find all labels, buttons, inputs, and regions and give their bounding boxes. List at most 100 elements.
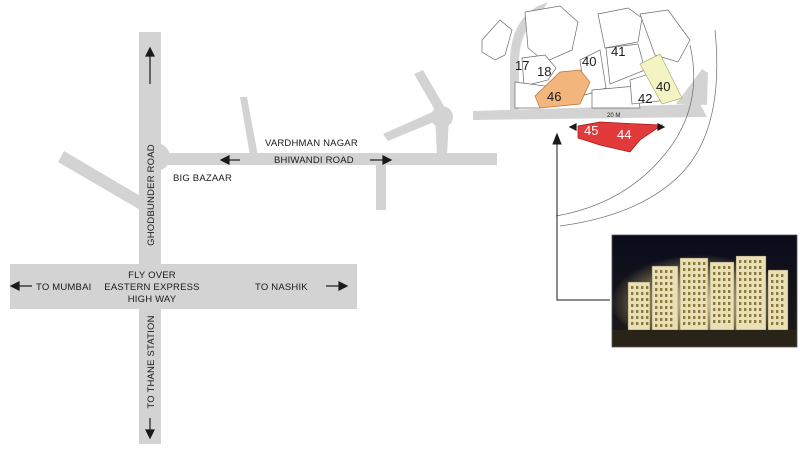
road-width-label: 20 M (607, 113, 620, 119)
building-window (771, 310, 774, 313)
building-window (723, 314, 726, 317)
building-window (636, 310, 639, 313)
building-window (759, 308, 762, 311)
vardhman-spur (240, 97, 258, 156)
building-window (728, 296, 731, 299)
building-window (655, 300, 658, 303)
building-window (744, 284, 747, 287)
building-window (759, 290, 762, 293)
building-window (693, 268, 696, 271)
building-window (776, 286, 779, 289)
building-photo (610, 234, 798, 348)
plot-18-label: 18 (537, 64, 551, 79)
building-window (641, 286, 644, 289)
building-window (759, 278, 762, 281)
building-window (781, 310, 784, 313)
building-window (631, 292, 634, 295)
building-window (739, 308, 742, 311)
building-window (749, 290, 752, 293)
building-window (646, 304, 649, 307)
plot-40a-label: 40 (582, 54, 596, 69)
building-window (683, 286, 686, 289)
building-window (718, 308, 721, 311)
building-window (728, 278, 731, 281)
plot-40b-label: 40 (656, 79, 670, 94)
building-window (665, 306, 668, 309)
building-window (688, 274, 691, 277)
building-window (655, 318, 658, 321)
building-window (723, 320, 726, 323)
building-window (744, 266, 747, 269)
to-mumbai-label: TO MUMBAI (36, 282, 91, 293)
arrow-icon (657, 123, 666, 131)
junction-circle (142, 143, 170, 171)
building-window (641, 292, 644, 295)
building-window (776, 322, 779, 325)
building-window (759, 266, 762, 269)
building-window (718, 314, 721, 317)
plot-42-label: 42 (638, 91, 652, 106)
building-window (739, 314, 742, 317)
building-window (683, 322, 686, 325)
ghodbunder-road-label: GHODBUNDER ROAD (146, 144, 157, 246)
connector-line (556, 140, 610, 301)
building-window (683, 268, 686, 271)
building-window (698, 286, 701, 289)
building-window (693, 286, 696, 289)
building-window (655, 282, 658, 285)
building-window (688, 310, 691, 313)
outline-block-a (481, 19, 513, 61)
building-window (728, 266, 731, 269)
building-window (698, 268, 701, 271)
building-window (776, 298, 779, 301)
building-window (698, 310, 701, 313)
building-window (718, 296, 721, 299)
building-window (744, 308, 747, 311)
building-window (703, 322, 706, 325)
building-window (713, 290, 716, 293)
building-window (660, 294, 663, 297)
building-window (749, 278, 752, 281)
building-window (728, 314, 731, 317)
building-window (646, 322, 649, 325)
building-window (641, 316, 644, 319)
building-window (771, 292, 774, 295)
building-window (688, 304, 691, 307)
building-window (771, 304, 774, 307)
arrow-icon (9, 281, 20, 291)
building-window (698, 274, 701, 277)
building-window (670, 282, 673, 285)
building-window (683, 304, 686, 307)
building-window (688, 316, 691, 319)
building-window (683, 316, 686, 319)
building-window (655, 276, 658, 279)
building-window (713, 278, 716, 281)
building-window (688, 262, 691, 265)
building-window (739, 278, 742, 281)
building-window (636, 322, 639, 325)
outline-curve-outer (555, 44, 695, 217)
building-window (728, 272, 731, 275)
building-window (713, 308, 716, 311)
building-window (660, 288, 663, 291)
building-window (693, 322, 696, 325)
building-window (771, 322, 774, 325)
plot-46-shape (534, 69, 591, 109)
building-window (723, 308, 726, 311)
building-window (636, 304, 639, 307)
building-window (631, 310, 634, 313)
building-window (703, 304, 706, 307)
building-window (703, 262, 706, 265)
building-window (776, 316, 779, 319)
plot-44-label: 44 (617, 127, 631, 142)
building-window (776, 280, 779, 283)
building-window (636, 292, 639, 295)
building-window (759, 320, 762, 323)
building-window (713, 320, 716, 323)
building-window (739, 284, 742, 287)
building-window (660, 276, 663, 279)
building-window (723, 296, 726, 299)
building-window (776, 304, 779, 307)
building-window (703, 292, 706, 295)
bhiwandi-road-label: BHIWANDI ROAD (274, 155, 354, 166)
